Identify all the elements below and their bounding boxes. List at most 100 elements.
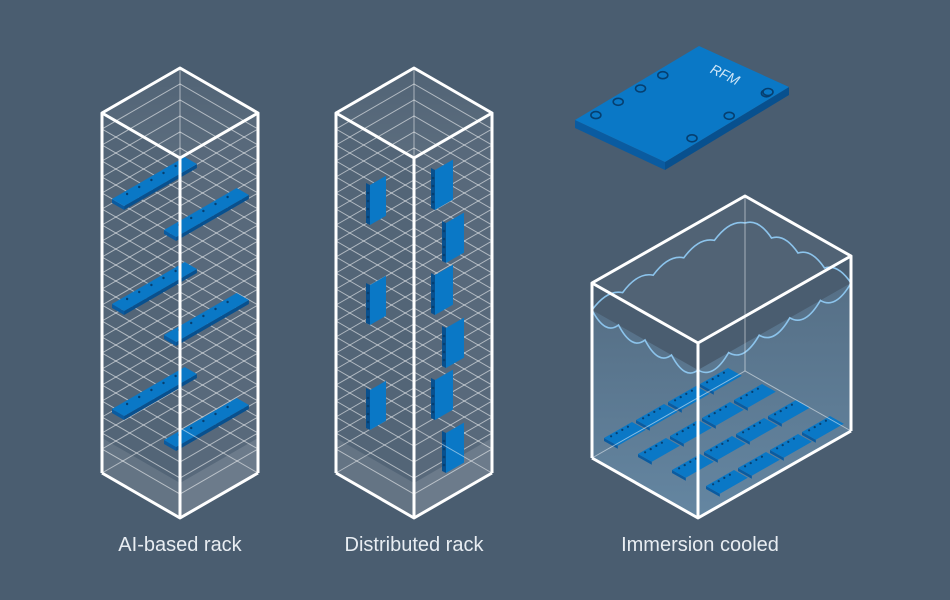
module-pin xyxy=(214,202,217,206)
module xyxy=(446,212,464,263)
module-pin xyxy=(655,444,658,447)
module-edge xyxy=(770,450,784,461)
module-pin xyxy=(787,440,790,443)
module-pin xyxy=(779,410,782,413)
module-pin xyxy=(214,412,217,416)
module xyxy=(370,275,386,325)
module-pin xyxy=(610,435,613,438)
module-edge xyxy=(431,273,435,315)
module-pin xyxy=(150,178,153,182)
module xyxy=(770,434,812,458)
module-pin xyxy=(150,283,153,287)
module-pin xyxy=(678,467,681,470)
module-pin xyxy=(366,299,370,303)
mount-hole xyxy=(723,111,736,121)
module-edge xyxy=(668,402,682,413)
module-edge xyxy=(802,432,816,443)
module-pin xyxy=(366,307,370,311)
module-pin xyxy=(715,446,718,449)
module-edge xyxy=(738,468,752,479)
module-pin xyxy=(366,191,370,195)
module-pin xyxy=(706,381,709,384)
module xyxy=(435,369,453,420)
module-edge xyxy=(431,168,435,210)
module-pin xyxy=(626,425,630,428)
module-pin xyxy=(431,386,435,390)
module-pin xyxy=(642,417,645,420)
module-pin xyxy=(711,378,714,381)
module xyxy=(604,422,646,446)
module-pin xyxy=(174,164,177,168)
module-edge xyxy=(734,400,748,411)
mount-hole xyxy=(686,134,698,143)
module-edge xyxy=(112,304,125,315)
module-pin xyxy=(431,176,435,180)
module-edge xyxy=(442,431,446,473)
module-pin xyxy=(658,407,662,410)
module xyxy=(802,416,844,440)
module-edge xyxy=(670,436,684,447)
module-edge xyxy=(704,452,718,463)
module-pin xyxy=(621,428,624,431)
module xyxy=(704,436,746,460)
module-pin xyxy=(792,437,796,440)
module-pin xyxy=(687,426,690,429)
module-edge xyxy=(164,230,177,241)
module-pin xyxy=(774,413,777,416)
module xyxy=(446,317,464,368)
module-pin xyxy=(366,412,370,416)
module-pin xyxy=(683,464,686,467)
module-pin xyxy=(125,192,129,196)
module-edge xyxy=(700,384,714,395)
module xyxy=(738,452,780,476)
module-edge xyxy=(112,199,125,210)
module-pin xyxy=(442,229,446,233)
module-pin xyxy=(719,408,722,411)
module-pin xyxy=(681,430,684,433)
module-pin xyxy=(366,420,370,424)
module-edge xyxy=(736,434,750,445)
module-pin xyxy=(753,424,756,427)
module-pin xyxy=(728,473,732,476)
module-pin xyxy=(442,334,446,338)
module-pin xyxy=(723,476,726,479)
module-pin xyxy=(442,455,446,459)
module-pin xyxy=(776,447,779,450)
module-edge xyxy=(768,416,782,427)
module-pin xyxy=(431,192,435,196)
module-pin xyxy=(431,184,435,188)
module-pin xyxy=(724,405,728,408)
module xyxy=(435,264,453,315)
module-pin xyxy=(676,433,679,436)
ai-rack-icon xyxy=(100,66,260,520)
module-pin xyxy=(644,451,647,454)
ai-rack-caption: AI-based rack xyxy=(118,534,242,556)
module-pin xyxy=(442,358,446,362)
module xyxy=(672,454,714,478)
module xyxy=(446,422,464,473)
module-pin xyxy=(615,432,618,435)
module-pin xyxy=(138,395,141,399)
module-pin xyxy=(431,297,435,301)
module xyxy=(636,404,678,428)
module xyxy=(164,188,249,237)
module-pin xyxy=(726,439,730,442)
module xyxy=(435,159,453,210)
module-pin xyxy=(366,315,370,319)
module-pin xyxy=(760,455,764,458)
module-pin xyxy=(813,426,816,429)
module-pin xyxy=(744,465,747,468)
distributed-rack-icon xyxy=(334,66,494,520)
module-pin xyxy=(125,402,129,406)
module-pin xyxy=(190,321,193,325)
module-edge xyxy=(164,440,177,451)
module-pin xyxy=(431,394,435,398)
module-pin xyxy=(226,195,229,199)
module-edge xyxy=(164,335,177,346)
module-pin xyxy=(742,431,745,434)
module-pin xyxy=(431,402,435,406)
mount-hole xyxy=(762,87,774,97)
module-pin xyxy=(366,396,370,400)
module-pin xyxy=(747,428,750,431)
